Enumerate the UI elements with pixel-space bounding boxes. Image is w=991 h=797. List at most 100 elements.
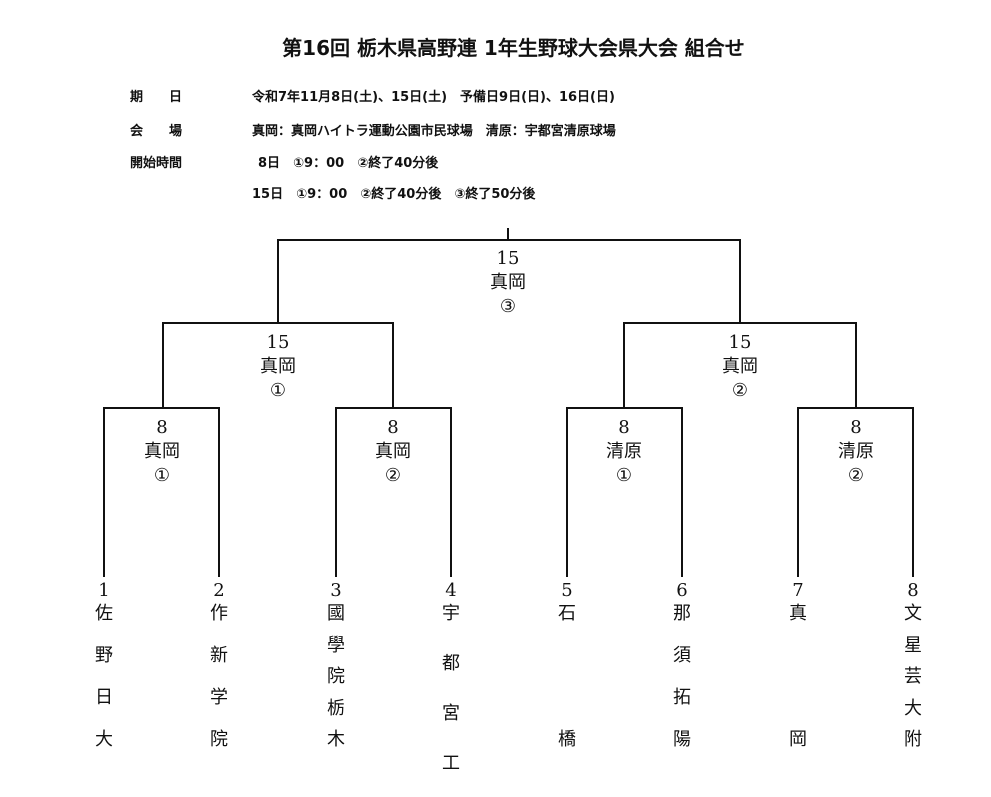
team-name-char: 日 — [95, 687, 113, 708]
time-value-day8: 8日 ①9：00 ②終了40分後 — [258, 156, 439, 171]
semi-match-1: 15 真岡 ① — [238, 331, 318, 403]
team-name: 文星芸大附 — [893, 604, 933, 750]
team-name-char: 須 — [673, 645, 691, 666]
team-name-char: 陽 — [673, 729, 691, 750]
match-venue: 真岡 — [375, 441, 411, 462]
team-name-char: 大 — [904, 697, 922, 719]
match-order: ① — [269, 380, 287, 401]
team-name-char: 文 — [904, 603, 922, 624]
date-value: 令和7年11月8日(土)、15日(土) 予備日9日(日)、16日(日) — [252, 90, 615, 105]
match-venue: 清原 — [838, 441, 874, 462]
team-name-char: 國 — [327, 603, 345, 624]
match-order: ② — [384, 465, 402, 486]
team-name-char: 那 — [673, 603, 691, 624]
time-value-day15: 15日 ①9：00 ②終了40分後 ③終了50分後 — [252, 187, 536, 202]
bracket-line — [277, 239, 279, 324]
venue-value: 真岡：真岡ハイトラ運動公園市民球場 清原：宇都宮清原球場 — [252, 124, 616, 139]
team-name-char: 拓 — [673, 687, 691, 708]
bracket-line — [623, 322, 857, 324]
quarter-match-1: 8 真岡 ① — [122, 416, 202, 488]
semi-match-2: 15 真岡 ② — [700, 331, 780, 403]
bracket-line — [855, 322, 857, 409]
match-venue: 清原 — [606, 441, 642, 462]
team-number: 3 — [330, 580, 342, 601]
bracket-line — [797, 407, 799, 577]
team-name-char: 新 — [210, 645, 228, 666]
quarter-match-2: 8 真岡 ② — [353, 416, 433, 488]
bracket-line — [335, 407, 337, 577]
team-name-char: 院 — [210, 729, 228, 750]
team-number: 2 — [213, 580, 225, 601]
page-title: 第16回 栃木県高野連 1年生野球大会県大会 組合せ — [282, 36, 745, 60]
team-name: 真岡 — [778, 604, 818, 750]
team-name-char: 星 — [904, 634, 922, 656]
bracket-line — [566, 407, 568, 577]
bracket-line — [103, 407, 105, 577]
team-number: 1 — [98, 580, 110, 601]
team-name-char: 石 — [558, 603, 576, 624]
team-name-char: 岡 — [789, 729, 807, 750]
bracket-line — [912, 407, 914, 577]
bracket-line — [623, 322, 625, 409]
team-name-char: 栃 — [327, 697, 345, 719]
match-day: 15 — [266, 332, 290, 353]
team-name-char: 院 — [327, 666, 345, 687]
team-number: 4 — [445, 580, 457, 601]
bracket-line — [335, 407, 452, 409]
bracket-line — [507, 228, 509, 241]
team-name-char: 佐 — [95, 603, 113, 624]
match-day: 15 — [496, 248, 520, 269]
team-name-char: 工 — [442, 753, 460, 774]
team-number: 8 — [907, 580, 919, 601]
team-name-char: 學 — [327, 634, 345, 656]
team-number: 6 — [676, 580, 688, 601]
team-name-char: 橋 — [558, 729, 576, 750]
match-venue: 真岡 — [490, 272, 526, 293]
team-name-char: 附 — [904, 729, 922, 750]
bracket-line — [218, 407, 220, 577]
team-name-char: 大 — [95, 729, 113, 750]
team-name-char: 野 — [95, 645, 113, 666]
bracket-line — [103, 407, 220, 409]
bracket-line — [739, 239, 741, 324]
match-order: ① — [153, 465, 171, 486]
match-day: 8 — [387, 417, 399, 438]
final-match: 15 真岡 ③ — [468, 247, 548, 319]
team-name: 宇都宮工 — [431, 604, 471, 774]
quarter-match-3: 8 清原 ① — [584, 416, 664, 488]
team-name-char: 都 — [442, 653, 460, 674]
team-name-char: 宮 — [442, 703, 460, 724]
team-name-char: 真 — [789, 603, 807, 624]
bracket-line — [277, 239, 741, 241]
bracket-line — [450, 407, 452, 577]
team-number: 5 — [561, 580, 573, 601]
team-name-char: 作 — [210, 603, 228, 624]
team-name: 石橋 — [547, 604, 587, 750]
match-day: 8 — [618, 417, 630, 438]
match-order: ② — [731, 380, 749, 401]
venue-label: 会 場 — [130, 124, 183, 139]
bracket-line — [797, 407, 914, 409]
match-venue: 真岡 — [260, 356, 296, 377]
match-day: 8 — [850, 417, 862, 438]
quarter-match-4: 8 清原 ② — [816, 416, 896, 488]
team-number: 7 — [792, 580, 804, 601]
match-venue: 真岡 — [722, 356, 758, 377]
match-order: ② — [847, 465, 865, 486]
team-name: 佐野日大 — [84, 604, 124, 750]
time-label: 開始時間 — [130, 156, 183, 171]
team-name: 作新学院 — [199, 604, 239, 750]
match-order: ③ — [499, 296, 517, 317]
team-8: 8 文星芸大附 — [893, 578, 933, 750]
team-name-char: 宇 — [442, 603, 460, 624]
team-name-char: 木 — [327, 729, 345, 750]
bracket-line — [392, 322, 394, 409]
match-day: 15 — [728, 332, 752, 353]
team-name: 國學院栃木 — [316, 604, 356, 750]
